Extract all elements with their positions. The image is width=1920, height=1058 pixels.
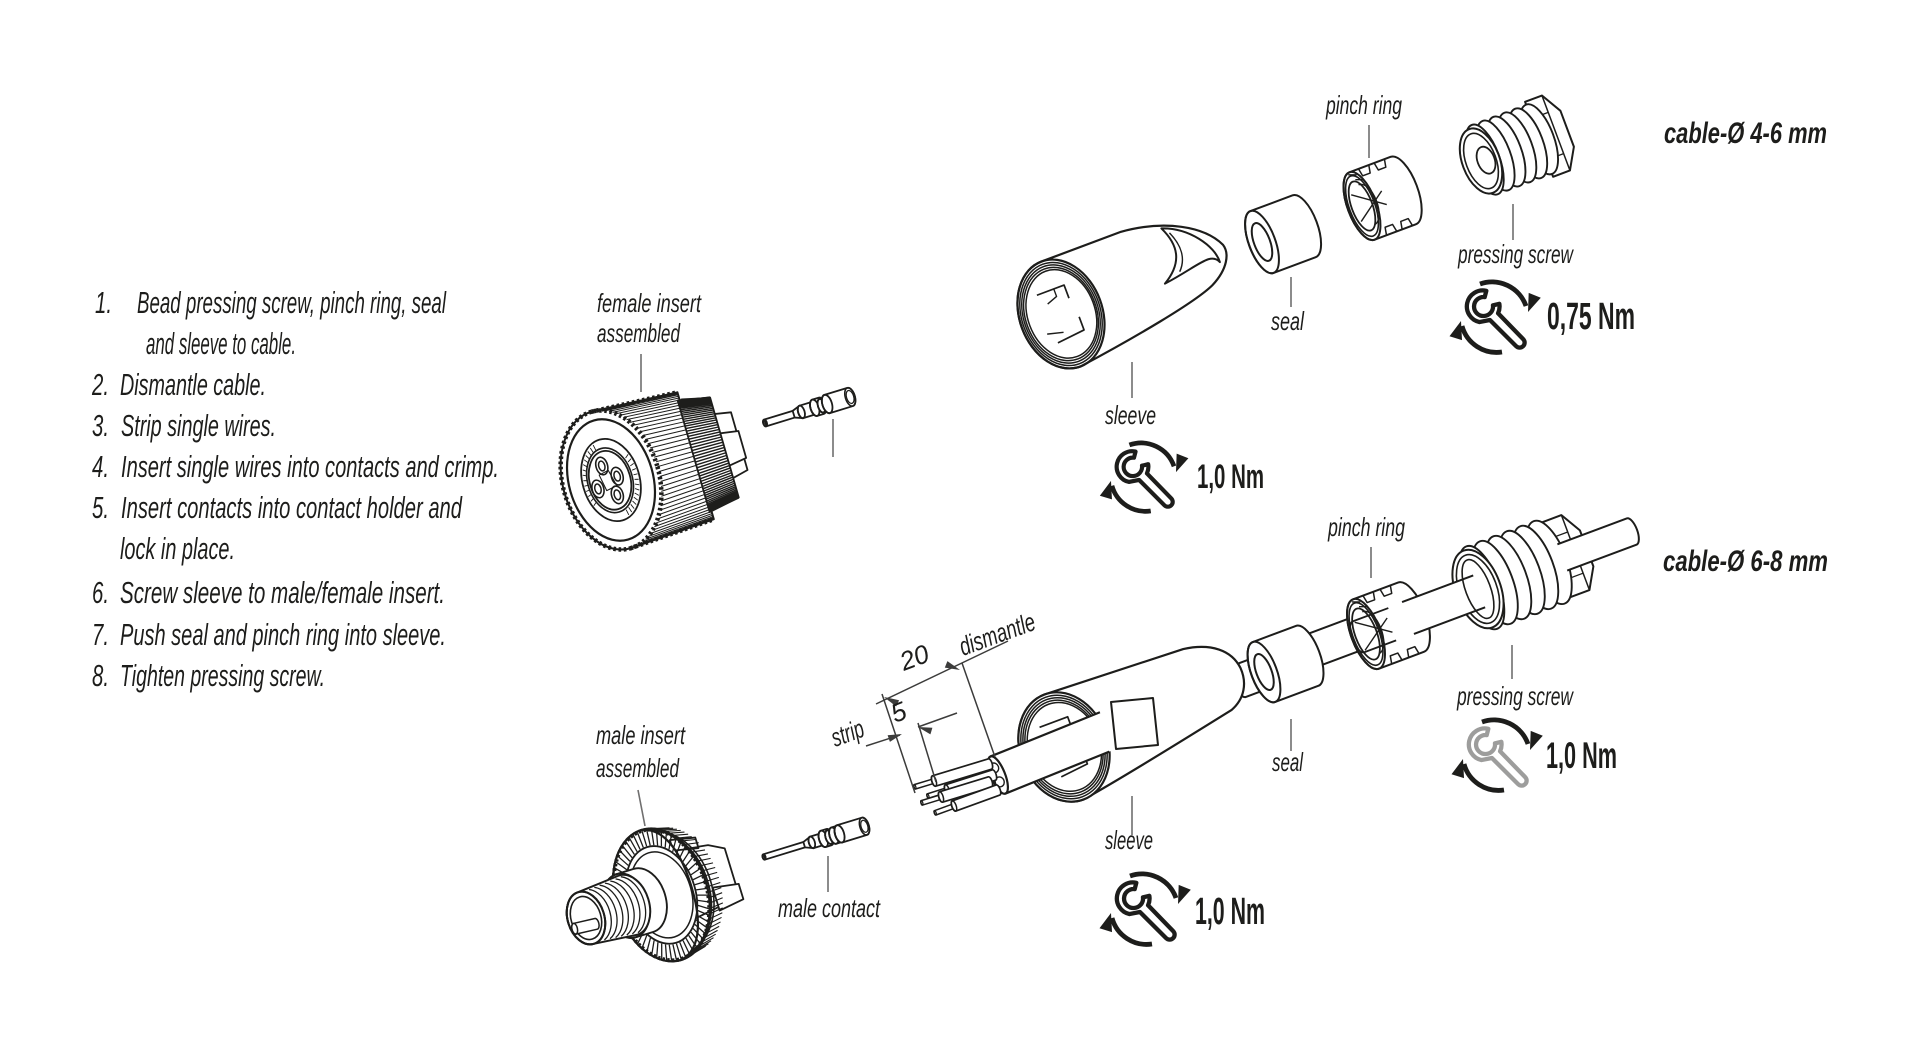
svg-text:Insert contacts into contact h: Insert contacts into contact holder and — [121, 490, 463, 525]
svg-text:male contact: male contact — [778, 893, 881, 923]
svg-text:assembled: assembled — [596, 753, 680, 783]
svg-text:assembled: assembled — [597, 318, 681, 348]
svg-text:5.: 5. — [92, 490, 109, 525]
svg-text:0,75 Nm: 0,75 Nm — [1547, 296, 1635, 338]
svg-text:1,0 Nm: 1,0 Nm — [1197, 458, 1264, 496]
svg-text:cable-Ø 4-6 mm: cable-Ø 4-6 mm — [1664, 117, 1827, 150]
svg-text:4.: 4. — [92, 449, 109, 484]
svg-text:and sleeve to cable.: and sleeve to cable. — [146, 326, 296, 361]
svg-text:sleeve: sleeve — [1105, 400, 1156, 430]
svg-text:6.: 6. — [92, 575, 109, 610]
svg-text:Dismantle cable.: Dismantle cable. — [120, 367, 266, 402]
svg-text:Strip single wires.: Strip single wires. — [121, 408, 276, 443]
svg-text:male insert: male insert — [596, 720, 686, 750]
svg-text:3.: 3. — [92, 408, 109, 443]
svg-text:Push seal and pinch ring into: Push seal and pinch ring into sleeve. — [120, 617, 446, 652]
svg-text:sleeve: sleeve — [1105, 825, 1153, 855]
svg-text:7.: 7. — [92, 617, 109, 652]
svg-text:cable-Ø 6-8 mm: cable-Ø 6-8 mm — [1663, 545, 1828, 578]
svg-text:2.: 2. — [91, 367, 109, 402]
svg-text:1.: 1. — [95, 285, 112, 320]
svg-text:1,0 Nm: 1,0 Nm — [1195, 891, 1265, 933]
svg-text:Bead pressing screw, pinch rin: Bead pressing screw, pinch ring, seal — [137, 285, 447, 320]
svg-text:pressing screw: pressing screw — [1457, 239, 1574, 269]
svg-text:lock in place.: lock in place. — [120, 531, 235, 566]
svg-text:female insert: female insert — [597, 288, 702, 318]
svg-text:1,0 Nm: 1,0 Nm — [1546, 735, 1617, 776]
svg-text:Insert single wires into conta: Insert single wires into contacts and cr… — [121, 449, 499, 484]
svg-text:pinch ring: pinch ring — [1325, 90, 1402, 120]
svg-text:pinch ring: pinch ring — [1327, 512, 1405, 542]
svg-text:pressing screw: pressing screw — [1456, 681, 1574, 711]
svg-text:Tighten pressing screw.: Tighten pressing screw. — [120, 658, 325, 693]
svg-text:Screw sleeve to male/female in: Screw sleeve to male/female insert. — [120, 575, 445, 610]
svg-text:seal: seal — [1271, 306, 1305, 336]
svg-text:8.: 8. — [92, 658, 109, 693]
svg-text:seal: seal — [1272, 747, 1304, 777]
